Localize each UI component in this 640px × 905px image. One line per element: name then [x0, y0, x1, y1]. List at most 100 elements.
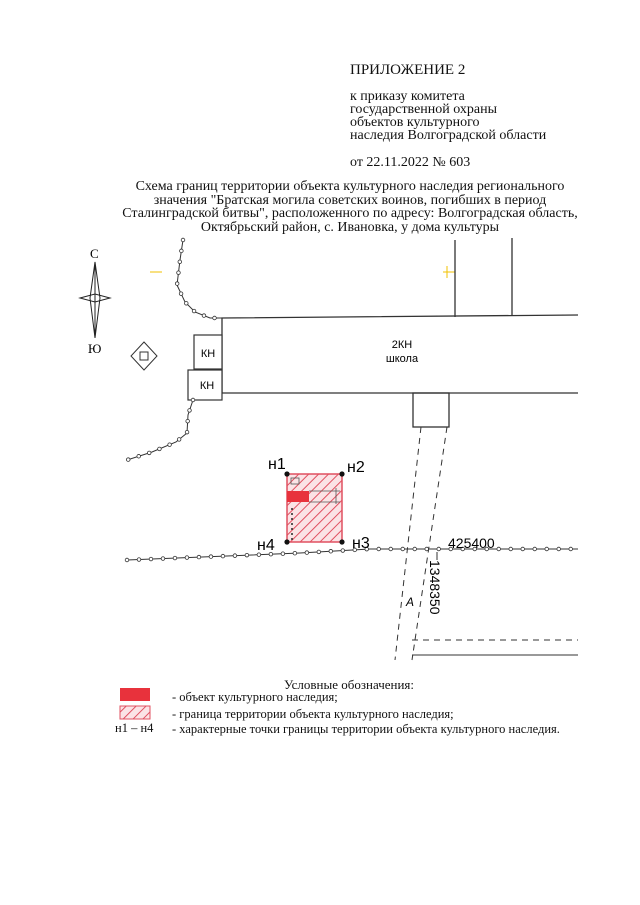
fence-post: [412, 546, 417, 552]
kn-label-1: КН: [201, 348, 215, 360]
heritage-boundary: [286, 473, 343, 543]
grid-ticks: [150, 266, 455, 278]
boundary-points: [284, 471, 345, 545]
fence-post: [556, 546, 561, 552]
fence-post: [136, 557, 142, 562]
point-n4-label: н4: [257, 537, 275, 554]
point-n1-label: н1: [268, 456, 286, 473]
fence-post: [126, 457, 131, 462]
fence-post: [292, 551, 298, 556]
fence-post: [184, 555, 190, 560]
appendix-title: ПРИЛОЖЕНИЕ 2: [350, 62, 466, 78]
fence-posts: [124, 237, 573, 563]
fence-post: [179, 248, 184, 254]
fence-post: [400, 546, 405, 552]
order-date: от 22.11.2022 № 603: [350, 155, 471, 170]
fence-post: [532, 546, 537, 552]
order-line-4: наследия Волгоградской области: [350, 128, 547, 143]
legend-points-text: - характерные точки границы территории о…: [172, 722, 560, 736]
scheme-title: Схема границ территории объекта культурн…: [80, 180, 620, 234]
fence-post: [191, 308, 197, 314]
order-line-3: объектов культурного: [350, 115, 480, 130]
fence-post: [460, 546, 465, 552]
fence-post: [174, 281, 180, 286]
title-line-4: Октябрьский район, с. Ивановка, у дома к…: [200, 219, 500, 235]
fence-post: [172, 555, 178, 561]
fence-post: [176, 270, 181, 275]
fence-post: [157, 446, 162, 452]
fence-post: [484, 546, 489, 552]
compass-north-label: С: [90, 246, 99, 261]
fence-post: [148, 556, 154, 562]
compass-south-label: Ю: [88, 341, 101, 356]
title-line-1: Схема границ территории объекта культурн…: [135, 179, 565, 194]
fence-post: [196, 554, 202, 560]
fence-post: [124, 557, 130, 563]
road-label: А: [405, 595, 414, 609]
monument-icon: [130, 341, 158, 371]
legend-object-text: - объект культурного наследия;: [172, 690, 338, 704]
fence-post: [184, 301, 189, 306]
fence-post: [244, 552, 250, 558]
fence-post: [520, 546, 525, 552]
fence-post: [136, 454, 141, 459]
compass-icon: [78, 261, 112, 339]
coord-y-label: 1348350: [427, 560, 443, 615]
order-line-1: к приказу комитета: [350, 89, 465, 104]
fence-post: [364, 546, 369, 552]
fence-post: [212, 315, 217, 321]
road-dashed: [394, 426, 578, 661]
legend-boundary-text: - граница территории объекта культурного…: [172, 707, 454, 721]
school-building: [221, 238, 579, 428]
building-label: 2КН: [392, 339, 413, 351]
fence-post: [201, 313, 207, 318]
fence-post: [328, 549, 334, 554]
fence-post: [496, 546, 501, 552]
fence-post: [146, 450, 152, 456]
fence-post: [208, 554, 214, 559]
fence-post: [376, 546, 381, 552]
legend-boundary-swatch: [119, 705, 151, 720]
fence-post: [160, 556, 166, 561]
fence-upper: [176, 239, 222, 319]
fence-post: [316, 549, 322, 555]
fence-post: [568, 546, 573, 552]
title-line-3: Сталинградской битвы", расположенного по…: [122, 206, 578, 221]
kn-block-1: [193, 334, 223, 370]
legend-object-swatch: [120, 688, 150, 701]
fence-post: [167, 442, 172, 447]
fence-post: [436, 546, 441, 552]
fence-post: [268, 551, 274, 557]
fence-post: [340, 548, 345, 553]
fence-post: [508, 546, 513, 552]
fence-post: [388, 546, 393, 552]
point-n2-label: н2: [347, 459, 365, 476]
order-line-2: государственной охраны: [350, 102, 498, 117]
legend-points-symbol: н1 – н4: [115, 721, 154, 735]
fence-post: [352, 547, 357, 553]
kn-label-2: КН: [200, 380, 214, 392]
fence-post: [280, 551, 286, 556]
fence-post: [176, 437, 182, 442]
fence-post: [177, 259, 182, 264]
fence-post: [472, 546, 477, 552]
coord-x-label: 425400: [448, 535, 495, 551]
fence-post: [180, 237, 186, 243]
heritage-object: [287, 491, 309, 502]
kn-block-2: [187, 369, 223, 401]
fence-post: [544, 546, 549, 552]
title-line-2: значения "Братская могила советских воин…: [153, 192, 547, 208]
fence-post: [185, 418, 190, 424]
fence-post: [190, 397, 196, 403]
monument-details: [290, 477, 340, 540]
fence-post: [448, 546, 453, 552]
fence-post: [184, 429, 190, 435]
legend-title: Условные обозначения:: [284, 677, 415, 692]
building-sublabel: школа: [386, 353, 419, 365]
fence-post: [187, 408, 192, 413]
fence-post: [178, 291, 184, 296]
fence-post: [256, 552, 262, 557]
fence-post: [220, 553, 226, 559]
fence-post: [232, 553, 238, 558]
